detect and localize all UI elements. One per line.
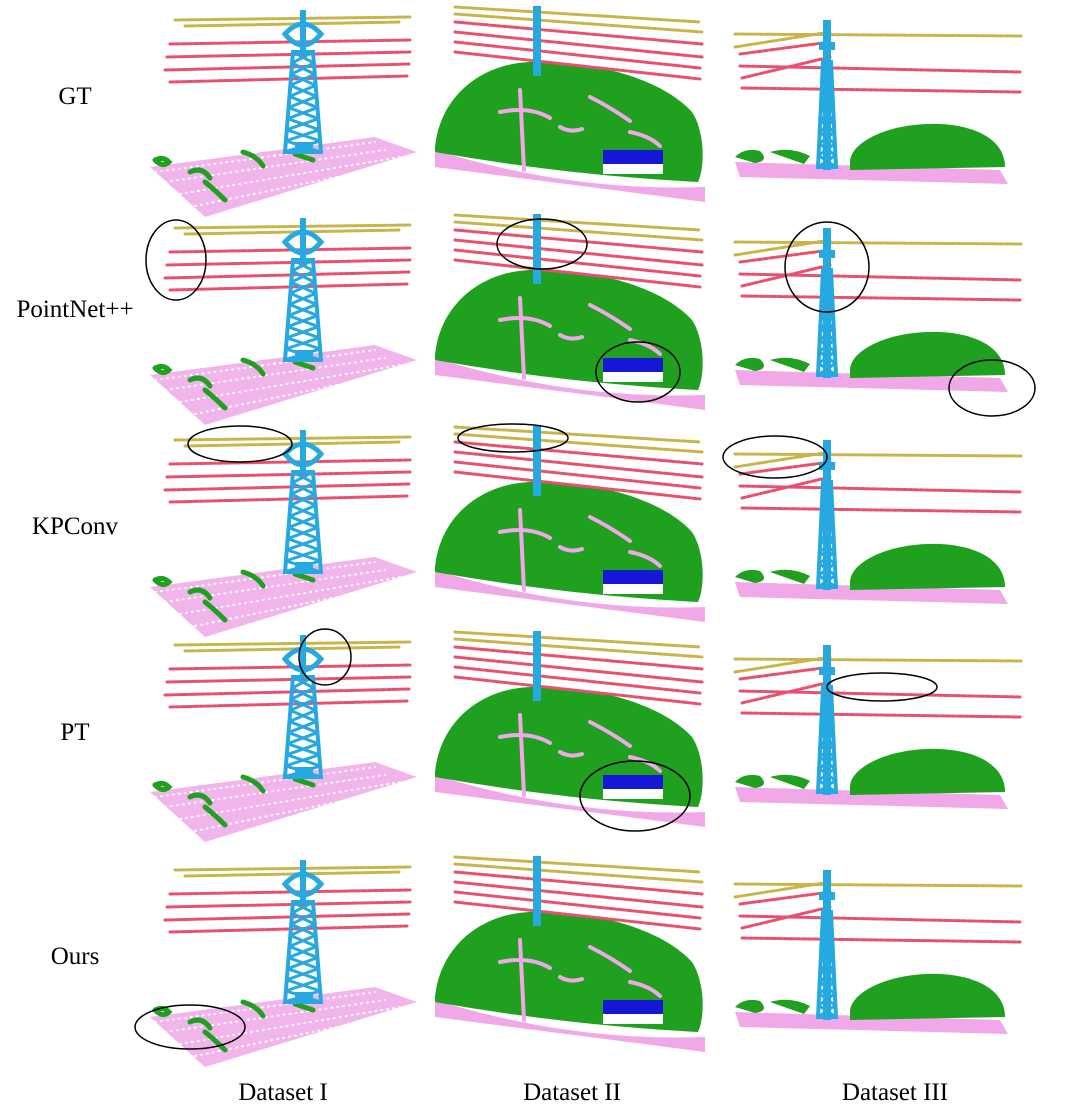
error-highlight-ellipse <box>595 341 681 403</box>
row-label: Ours <box>50 943 100 970</box>
point-cloud-panel <box>733 645 1024 809</box>
error-highlight-ellipse <box>457 423 569 453</box>
error-highlight-ellipse <box>187 425 293 463</box>
error-highlight-ellipse <box>145 219 207 301</box>
column-label: Dataset II <box>523 1079 621 1106</box>
point-cloud-panel <box>134 860 417 1067</box>
column-label: Dataset III <box>841 1079 949 1106</box>
row-label: PT <box>60 719 90 746</box>
point-cloud-panel <box>435 423 705 622</box>
point-cloud-panel <box>435 855 705 1052</box>
error-highlight-ellipse <box>298 628 352 686</box>
error-highlight-ellipse <box>784 221 870 313</box>
point-cloud-panel <box>145 218 417 425</box>
error-highlight-ellipse <box>134 1004 246 1050</box>
row-label: KPConv <box>31 513 119 540</box>
point-cloud-panel <box>722 435 1024 604</box>
error-highlight-ellipse <box>579 760 691 832</box>
error-highlight-ellipse <box>948 359 1036 417</box>
point-cloud-panel <box>150 425 417 637</box>
point-cloud-panel <box>435 630 705 832</box>
row-label: GT <box>58 83 92 110</box>
point-cloud-panel <box>435 5 705 202</box>
point-cloud-panel <box>150 10 417 217</box>
error-highlight-ellipse <box>496 218 588 270</box>
error-highlight-ellipse <box>722 435 828 479</box>
point-cloud-panel <box>733 221 1036 417</box>
error-highlight-ellipse <box>826 672 938 702</box>
point-cloud-panel <box>733 870 1024 1034</box>
point-cloud-panel <box>435 213 705 410</box>
point-cloud-panel <box>150 628 417 842</box>
row-label: PointNet++ <box>16 296 134 323</box>
point-cloud-panel <box>733 20 1024 184</box>
column-label: Dataset I <box>238 1079 328 1106</box>
